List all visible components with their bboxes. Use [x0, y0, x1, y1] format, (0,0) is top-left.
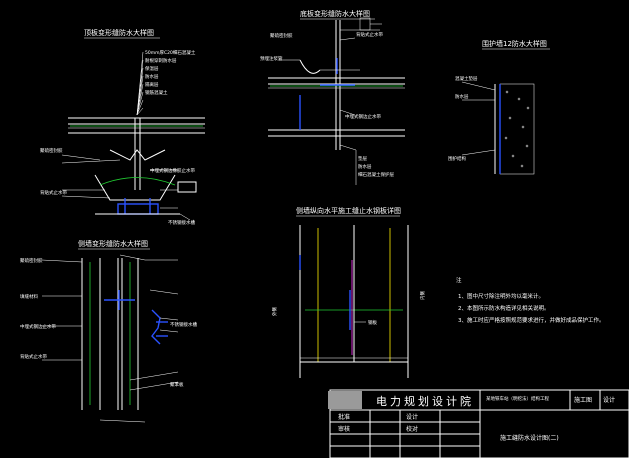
roof-callout: 保温层: [145, 65, 159, 72]
row-label: 审核: [338, 425, 350, 433]
roof-callouts: 50mm厚C20细石混凝土 耐根穿刺防水层 保温层 防水层 隔离层 钢筋混凝土 …: [40, 49, 196, 226]
detail-side-wall: 侧墙变形缝防水大样图: [41, 239, 179, 423]
sidewall-callout: 聚苯板: [170, 381, 184, 388]
row-label: 设计: [406, 413, 418, 421]
detail-title-retaining: 围护墙12防水大样图: [482, 39, 547, 48]
bottom-callout: 中埋式钢边止水带: [345, 113, 381, 120]
roof-callout: 不锈钢接水槽: [168, 219, 195, 226]
notes-block: 注 1、图中尺寸除注明外均以毫米计。 2、本图所示防水构造详见相关说明。 3、施…: [456, 276, 605, 324]
retaining-callout: 围护结构: [448, 155, 466, 162]
joint-callouts: 外侧 内侧 钢板: [271, 291, 426, 326]
sidewall-callout: 不锈钢接水槽: [170, 321, 197, 328]
joint-callout: 钢板: [368, 319, 377, 326]
bottom-callouts: 聚硫密封胶 背贴式止水带 预埋注浆管 中埋式钢边止水带 垫层 防水层 细石混凝土…: [260, 31, 394, 178]
bottom-callout: 背贴式止水带: [356, 31, 383, 38]
sidewall-callout: 中埋式钢边止水带: [20, 323, 56, 330]
bottom-callout: 聚硫密封胶: [270, 32, 293, 39]
detail-title-sidewall: 侧墙变形缝防水大样图: [78, 239, 148, 248]
detail-title-joint: 侧墙纵向水平施工缝止水钢板详图: [296, 206, 401, 215]
note-item: 2、本图所示防水构造详见相关说明。: [458, 304, 550, 312]
sidewall-callouts: 聚硫密封胶 填缝材料 中埋式钢边止水带 背贴式止水带 不锈钢接水槽 聚苯板: [20, 257, 197, 388]
roof-callout: 聚硫密封胶: [40, 147, 63, 154]
roof-callout: 防水层: [145, 73, 159, 80]
bottom-callout: 预埋注浆管: [260, 55, 283, 62]
detail-bottom-slab: 底板变形缝防水大样图: [268, 9, 405, 185]
bottom-callout: 垫层: [358, 155, 367, 162]
retaining-callouts: 混凝土垫层 防水层 围护结构: [448, 75, 478, 162]
roof-callout: 中埋式钢边橡胶止水带: [150, 167, 195, 174]
stage-label: 施工图: [574, 396, 592, 404]
detail-title-bottom: 底板变形缝防水大样图: [300, 9, 370, 18]
roof-callout: 50mm厚C20细石混凝土: [145, 49, 196, 56]
retaining-callout: 防水层: [455, 93, 469, 100]
project-name: 某地铁车站（明挖法）结构工程: [486, 395, 549, 402]
note-item: 1、图中尺寸除注明外均以毫米计。: [458, 292, 544, 300]
row-label: 批准: [338, 413, 350, 421]
note-item: 3、施工时应严格按照规范要求进行，并做好成品保护工作。: [458, 316, 605, 324]
detail-retaining-wall: 围护墙12防水大样图: [461, 39, 550, 175]
detail-title-roof: 顶板变形缝防水大样图: [84, 28, 154, 37]
sidewall-callout: 聚硫密封胶: [20, 257, 43, 264]
design-label: 设计: [603, 396, 615, 404]
roof-callout: 钢筋混凝土: [145, 89, 168, 96]
detail-roof-slab: 顶板变形缝防水大样图: [61, 28, 205, 221]
drawing-title: 施工缝防水设计图(二): [500, 434, 559, 442]
logo-placeholder: [328, 391, 362, 409]
company-name: 电力规划设计院: [376, 394, 474, 408]
joint-callout: 外侧: [271, 307, 278, 316]
detail-horizontal-joint: 侧墙纵向水平施工缝止水钢板详图: [296, 206, 409, 378]
sidewall-callout: 填缝材料: [20, 293, 38, 300]
title-block: 电力规划设计院 某地铁车站（明挖法）结构工程 施工图 设计 批准 设计 审核 校…: [328, 389, 629, 458]
roof-callout: 耐根穿刺防水层: [145, 57, 177, 64]
joint-callout: 内侧: [419, 291, 426, 300]
retaining-callout: 混凝土垫层: [455, 75, 478, 82]
bottom-callout: 防水层: [358, 163, 372, 170]
notes-heading: 注: [456, 276, 462, 284]
roof-callout: 隔离层: [145, 81, 159, 88]
sidewall-callout: 背贴式止水带: [20, 353, 47, 360]
bottom-callout: 细石混凝土保护层: [358, 171, 394, 178]
row-label: 校对: [406, 425, 418, 433]
roof-callout: 背贴式止水带: [40, 189, 67, 196]
